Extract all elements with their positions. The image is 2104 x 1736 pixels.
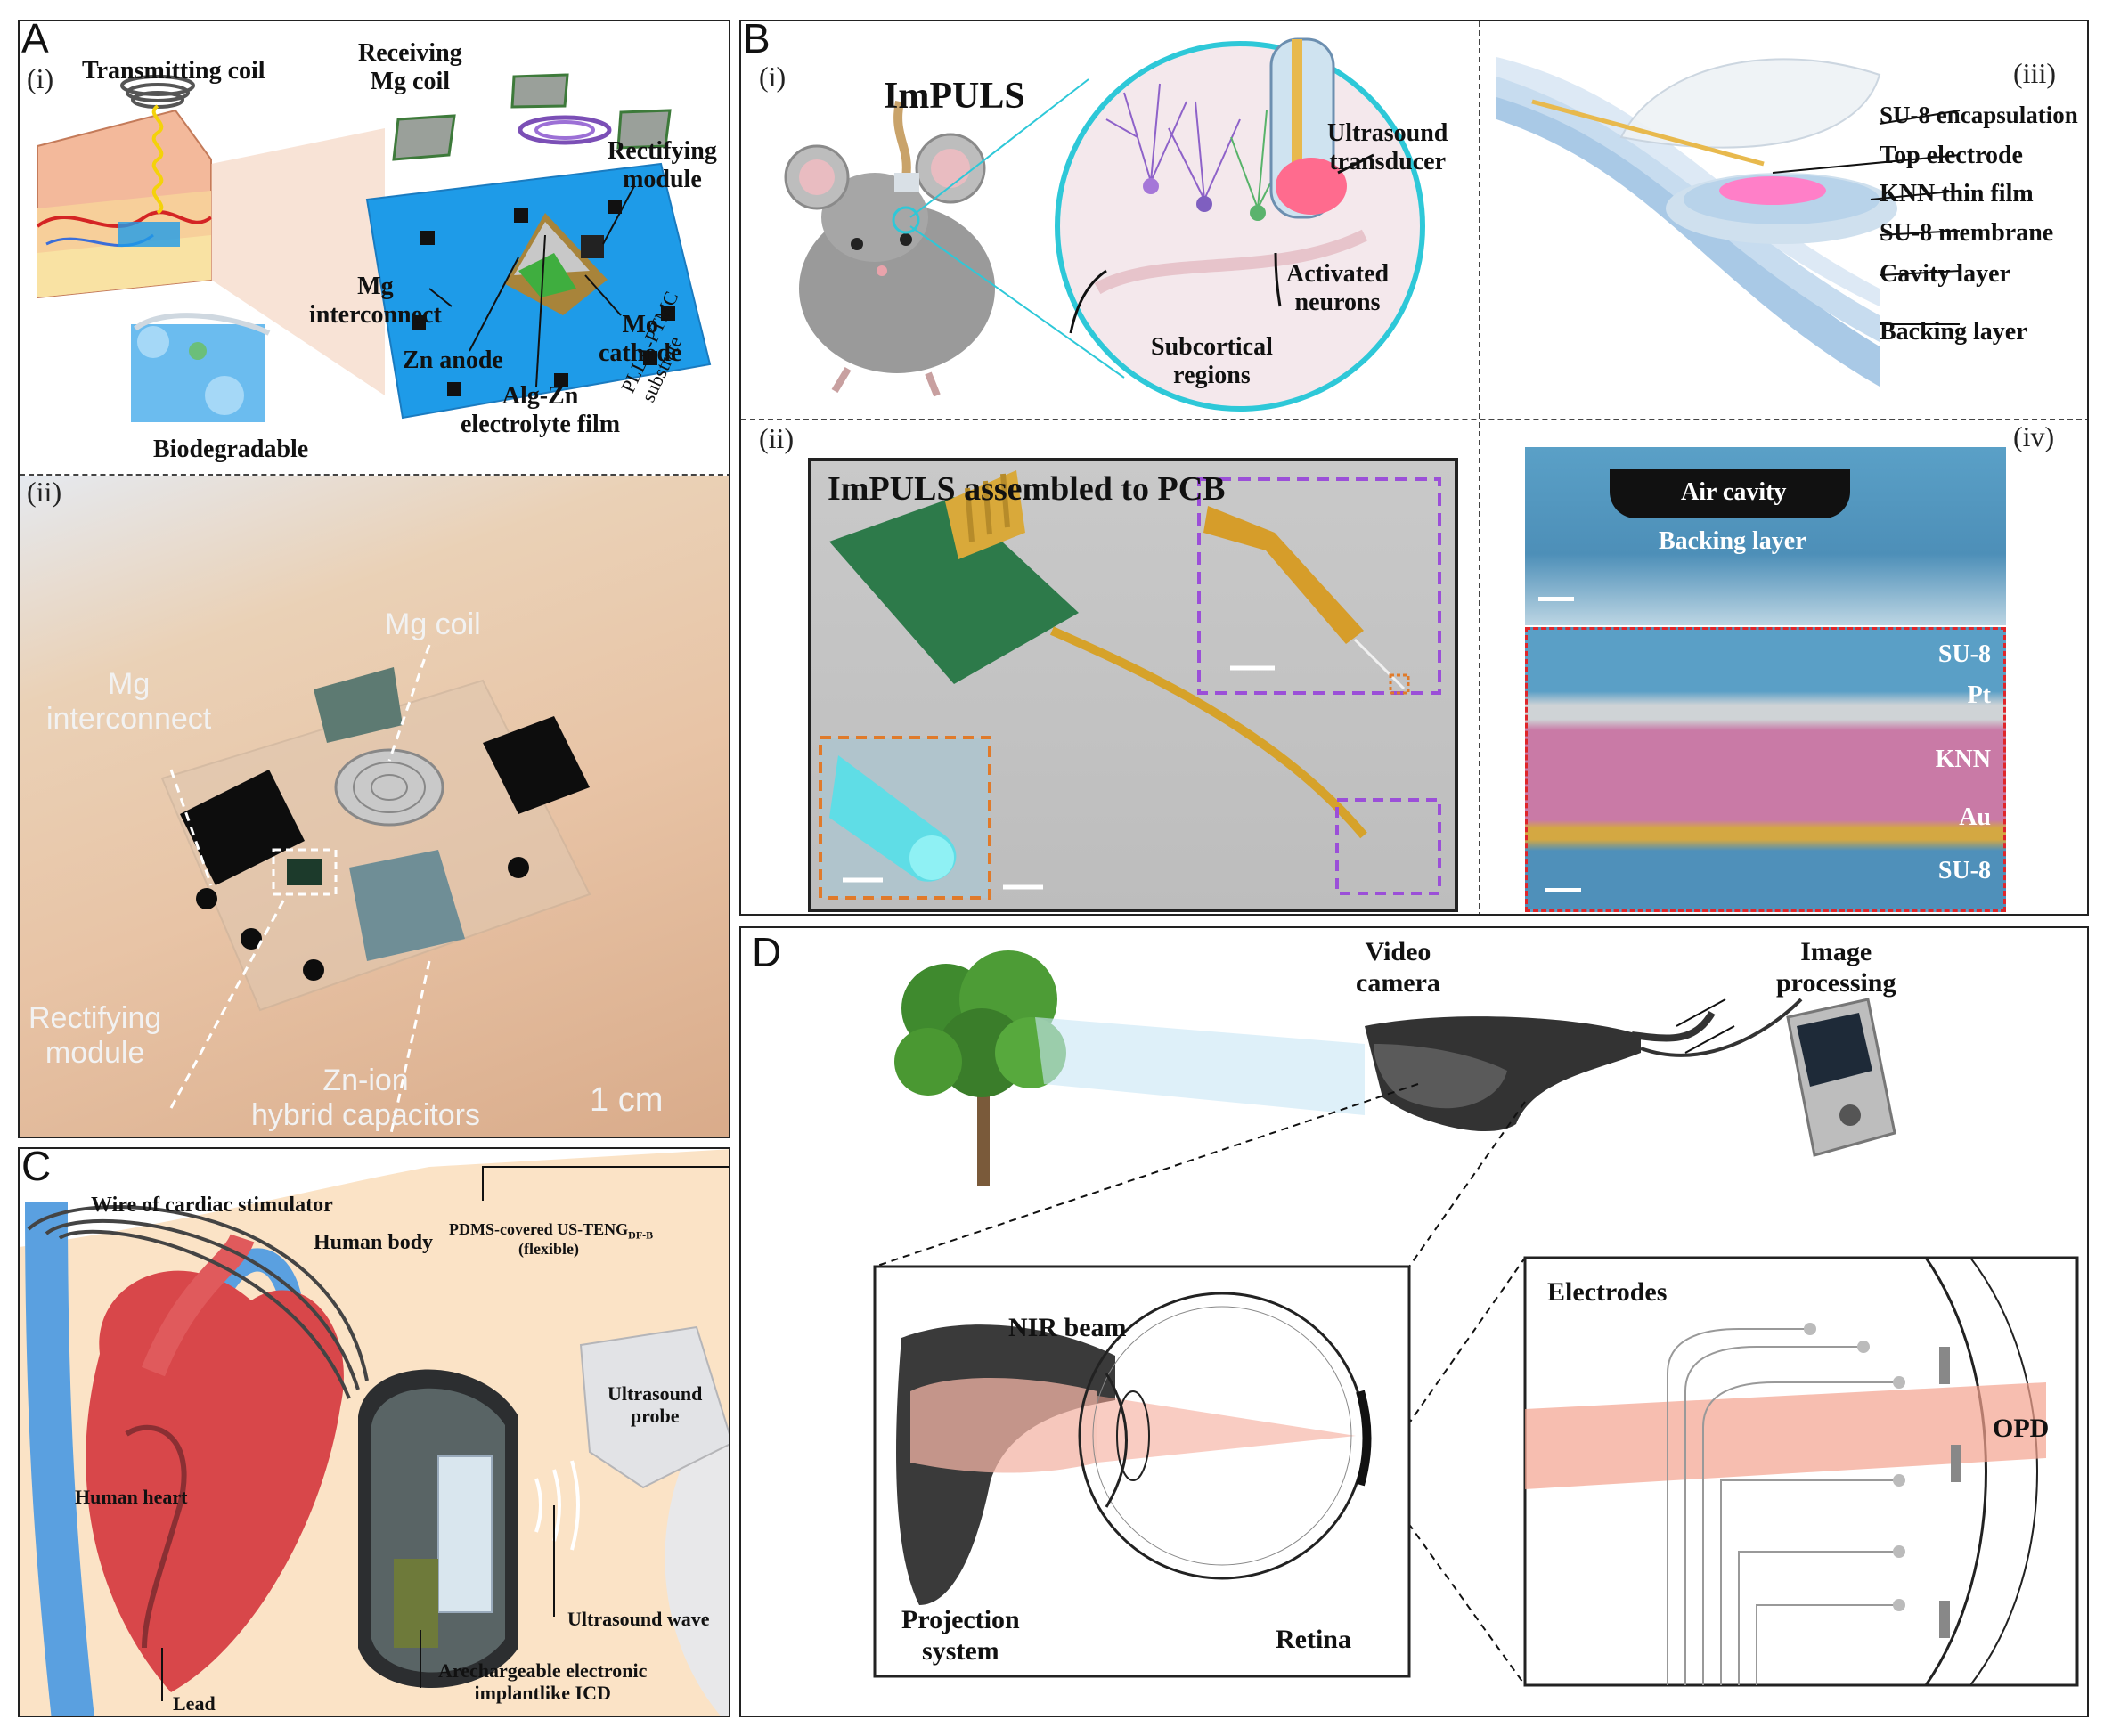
label-su8-membrane: SU-8 membrane (1880, 219, 2054, 247)
a-divider (20, 474, 729, 476)
label-transmitting-coil: Transmitting coil (82, 57, 265, 85)
panel-b-ii-tag: (ii) (759, 422, 795, 454)
label-su8-bottom: SU-8 (1937, 857, 1991, 884)
label-pt: Pt (1967, 681, 1991, 709)
b-iv-sem-top: Air cavity Backing layer (1525, 447, 2006, 625)
label-impuls: ImPULS (884, 76, 1025, 117)
label-au: Au (1959, 803, 1991, 831)
label-flexible: (flexible) (518, 1240, 579, 1258)
label-backing-layer-iv: Backing layer (1659, 527, 1806, 555)
panel-b-iv-tag: (iv) (2013, 420, 2055, 452)
air-cavity-shape (1610, 469, 1850, 518)
b-ii-photo: ImPULS assembled to PCB (808, 458, 1458, 912)
panel-c: C Wire of cardiac sti (18, 1147, 730, 1717)
label-alg-zn: Alg-Zn electrolyte film (461, 382, 621, 439)
panel-b-letter: B (743, 20, 771, 61)
panel-b-iii-tag: (iii) (2013, 57, 2056, 89)
label-mg-interconnect-photo: Mg interconnect (46, 667, 212, 737)
label-human-body: Human body (314, 1231, 434, 1254)
label-opd: OPD (1993, 1414, 2050, 1443)
label-nir-beam: NIR beam (1008, 1313, 1127, 1342)
label-human-heart: Human heart (75, 1486, 188, 1508)
scale-bar (1538, 597, 1574, 601)
label-rectifying-module-photo: Rectifying module (29, 1001, 162, 1071)
panel-a-ii-tag: (ii) (27, 476, 62, 508)
label-ultrasound-probe: Ultrasound probe (608, 1382, 703, 1428)
b-iv-sem-bottom: SU-8 Pt KNN Au SU-8 (1525, 627, 2006, 912)
label-biodegradable: Biodegradable (153, 436, 309, 463)
label-lead: Lead (173, 1692, 216, 1715)
label-video-camera: Video camera (1356, 937, 1440, 998)
panel-c-letter: C (21, 1147, 52, 1189)
label-zn-ion-photo: Zn-ion hybrid capacitors (251, 1064, 481, 1133)
label-knn: KNN (1935, 746, 1991, 773)
panel-d-letter: D (752, 929, 782, 975)
b-ii-device (819, 470, 1441, 900)
label-receiving-mg-coil: Receiving Mg coil (358, 39, 462, 96)
label-scale-1cm: 1 cm (590, 1081, 664, 1119)
label-projection-system: Projection system (901, 1605, 1020, 1666)
label-mg-interconnect: Mg interconnect (309, 273, 442, 330)
label-su8-encapsulation: SU-8 encapsulation (1880, 102, 2078, 128)
label-pdms-main: PDMS-covered US-TENG (449, 1220, 629, 1238)
label-retina: Retina (1276, 1625, 1351, 1654)
image-processor (1786, 998, 1896, 1157)
scale-bar-bottom (1545, 888, 1581, 892)
label-knn-thin-film: KNN thin film (1880, 180, 2034, 208)
panel-b-i-tag: (i) (759, 61, 787, 93)
b-iii-layers (1496, 57, 1961, 387)
label-pdms-sub: DF-B (628, 1228, 654, 1242)
a-ii-device (160, 644, 591, 1137)
b-divider-v (1479, 21, 1480, 914)
panel-d: D (739, 926, 2089, 1717)
label-su8-top: SU-8 (1937, 640, 1991, 668)
panel-b: B (i) (739, 20, 2089, 916)
label-ultrasound-wave: Ultrasound wave (567, 1608, 710, 1630)
label-mo-cathode: Mo cathode (599, 311, 682, 368)
b-i-illustration (784, 37, 1425, 412)
panel-a-i-tag: (i) (27, 62, 54, 94)
label-air-cavity: Air cavity (1681, 478, 1787, 506)
label-zn-anode: Zn anode (403, 346, 503, 374)
label-icd: Arechargeable electronic implantlike ICD (438, 1659, 648, 1705)
label-wire: Wire of cardiac stimulator (91, 1194, 333, 1217)
label-subcortical-regions: Subcortical regions (1151, 333, 1273, 390)
label-activated-neurons: Activated neurons (1286, 260, 1390, 317)
d-illustration (873, 950, 2079, 1687)
panel-a: A (i) (18, 20, 730, 1138)
label-impuls-pcb: ImPULS assembled to PCB (828, 470, 1226, 508)
transmitting-coil-shape (120, 75, 195, 215)
a-i-illustration (36, 73, 712, 422)
label-image-processing: Image processing (1776, 937, 1896, 998)
label-cavity-layer: Cavity layer (1880, 260, 2010, 288)
label-pdms: PDMS-covered US-TENGDF-B (449, 1220, 653, 1242)
label-top-electrode: Top electrode (1880, 142, 2023, 169)
label-electrodes: Electrodes (1547, 1277, 1668, 1307)
tree-shape (894, 950, 1066, 1186)
label-ultrasound-transducer: Ultrasound transducer (1327, 119, 1448, 176)
biodegradable-splash (131, 313, 271, 422)
a-ii-photo: (ii) Mg coil Mg interconnect Rectifying … (20, 476, 729, 1137)
panel-a-letter: A (21, 20, 49, 61)
label-mg-coil-photo: Mg coil (385, 607, 481, 641)
label-rectifying-module: Rectifying module (608, 137, 717, 194)
c-illustration (20, 1149, 729, 1716)
b-divider-h (741, 419, 2087, 420)
label-backing-layer-iii: Backing layer (1880, 318, 2027, 346)
